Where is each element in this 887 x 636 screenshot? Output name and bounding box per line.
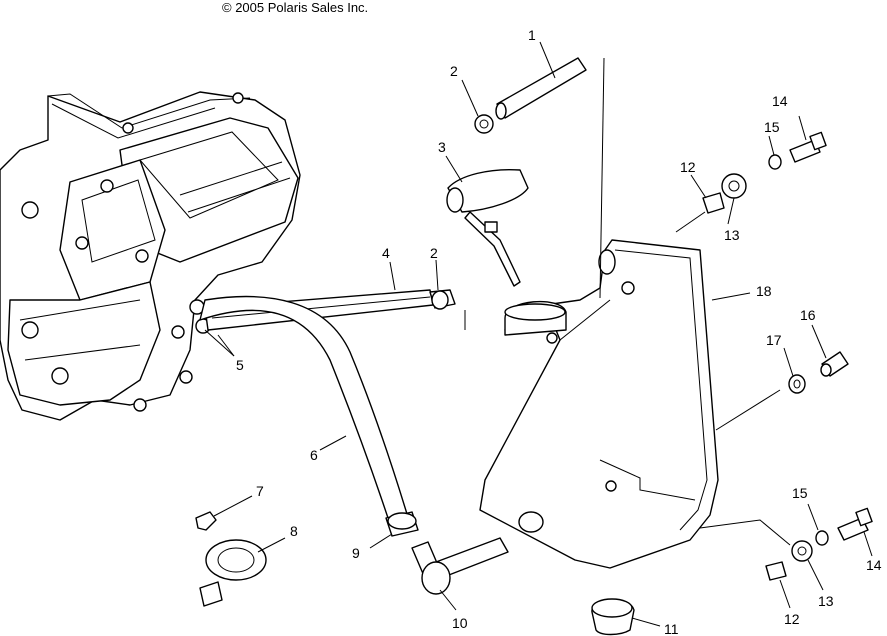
bushing-13-bottom — [791, 540, 813, 562]
callout-18: 18 — [756, 283, 772, 299]
callout-6: 6 — [310, 447, 318, 463]
copyright-text: © 2005 Polaris Sales Inc. — [222, 0, 368, 15]
engine-block — [0, 91, 301, 421]
callout-12: 12 — [680, 159, 696, 175]
washer-15-top — [768, 154, 782, 170]
callout-7: 7 — [256, 483, 264, 499]
callout-17: 17 — [766, 332, 782, 348]
callout-2: 2 — [430, 245, 438, 261]
hose-clamp-2-top — [474, 114, 494, 134]
callout-14: 14 — [772, 93, 788, 109]
spacer-12-top — [702, 192, 725, 214]
bolt-14-top — [789, 131, 827, 163]
callout-13: 13 — [818, 593, 834, 609]
callout-10: 10 — [452, 615, 468, 631]
washer-15-bottom — [815, 530, 829, 546]
callout-12: 12 — [784, 611, 800, 627]
dipstick-3 — [446, 168, 529, 287]
callout-15: 15 — [792, 485, 808, 501]
callout-15: 15 — [764, 119, 780, 135]
breather-tube-1 — [495, 57, 587, 120]
callout-labels: 1 2 2 3 4 5 6 7 8 9 10 11 12 12 13 13 14… — [236, 27, 882, 636]
callout-5: 5 — [236, 357, 244, 373]
callout-13: 13 — [724, 227, 740, 243]
hose-bracket-8 — [199, 539, 267, 607]
clip-7 — [195, 511, 217, 531]
hose-clamp-9 — [385, 511, 419, 537]
elbow-fitting-10 — [411, 537, 509, 595]
callout-1: 1 — [528, 27, 536, 43]
bolt-14-bottom — [837, 507, 873, 541]
leader-lines — [204, 41, 873, 627]
grommet-11 — [591, 598, 635, 636]
oil-hose-6 — [199, 295, 408, 519]
callout-2: 2 — [450, 63, 458, 79]
callout-16: 16 — [800, 307, 816, 323]
bushing-13-top — [721, 173, 747, 199]
callout-8: 8 — [290, 523, 298, 539]
spacer-12-bottom — [765, 561, 787, 581]
hose-clamp-2-right — [429, 289, 466, 330]
callout-9: 9 — [352, 545, 360, 561]
callout-4: 4 — [382, 245, 390, 261]
callout-14: 14 — [866, 557, 882, 573]
sealing-washer-17 — [788, 374, 806, 394]
callout-11: 11 — [664, 621, 679, 636]
callout-3: 3 — [438, 139, 446, 155]
oil-tank-18 — [479, 239, 719, 569]
drain-fitting-16 — [820, 351, 849, 377]
